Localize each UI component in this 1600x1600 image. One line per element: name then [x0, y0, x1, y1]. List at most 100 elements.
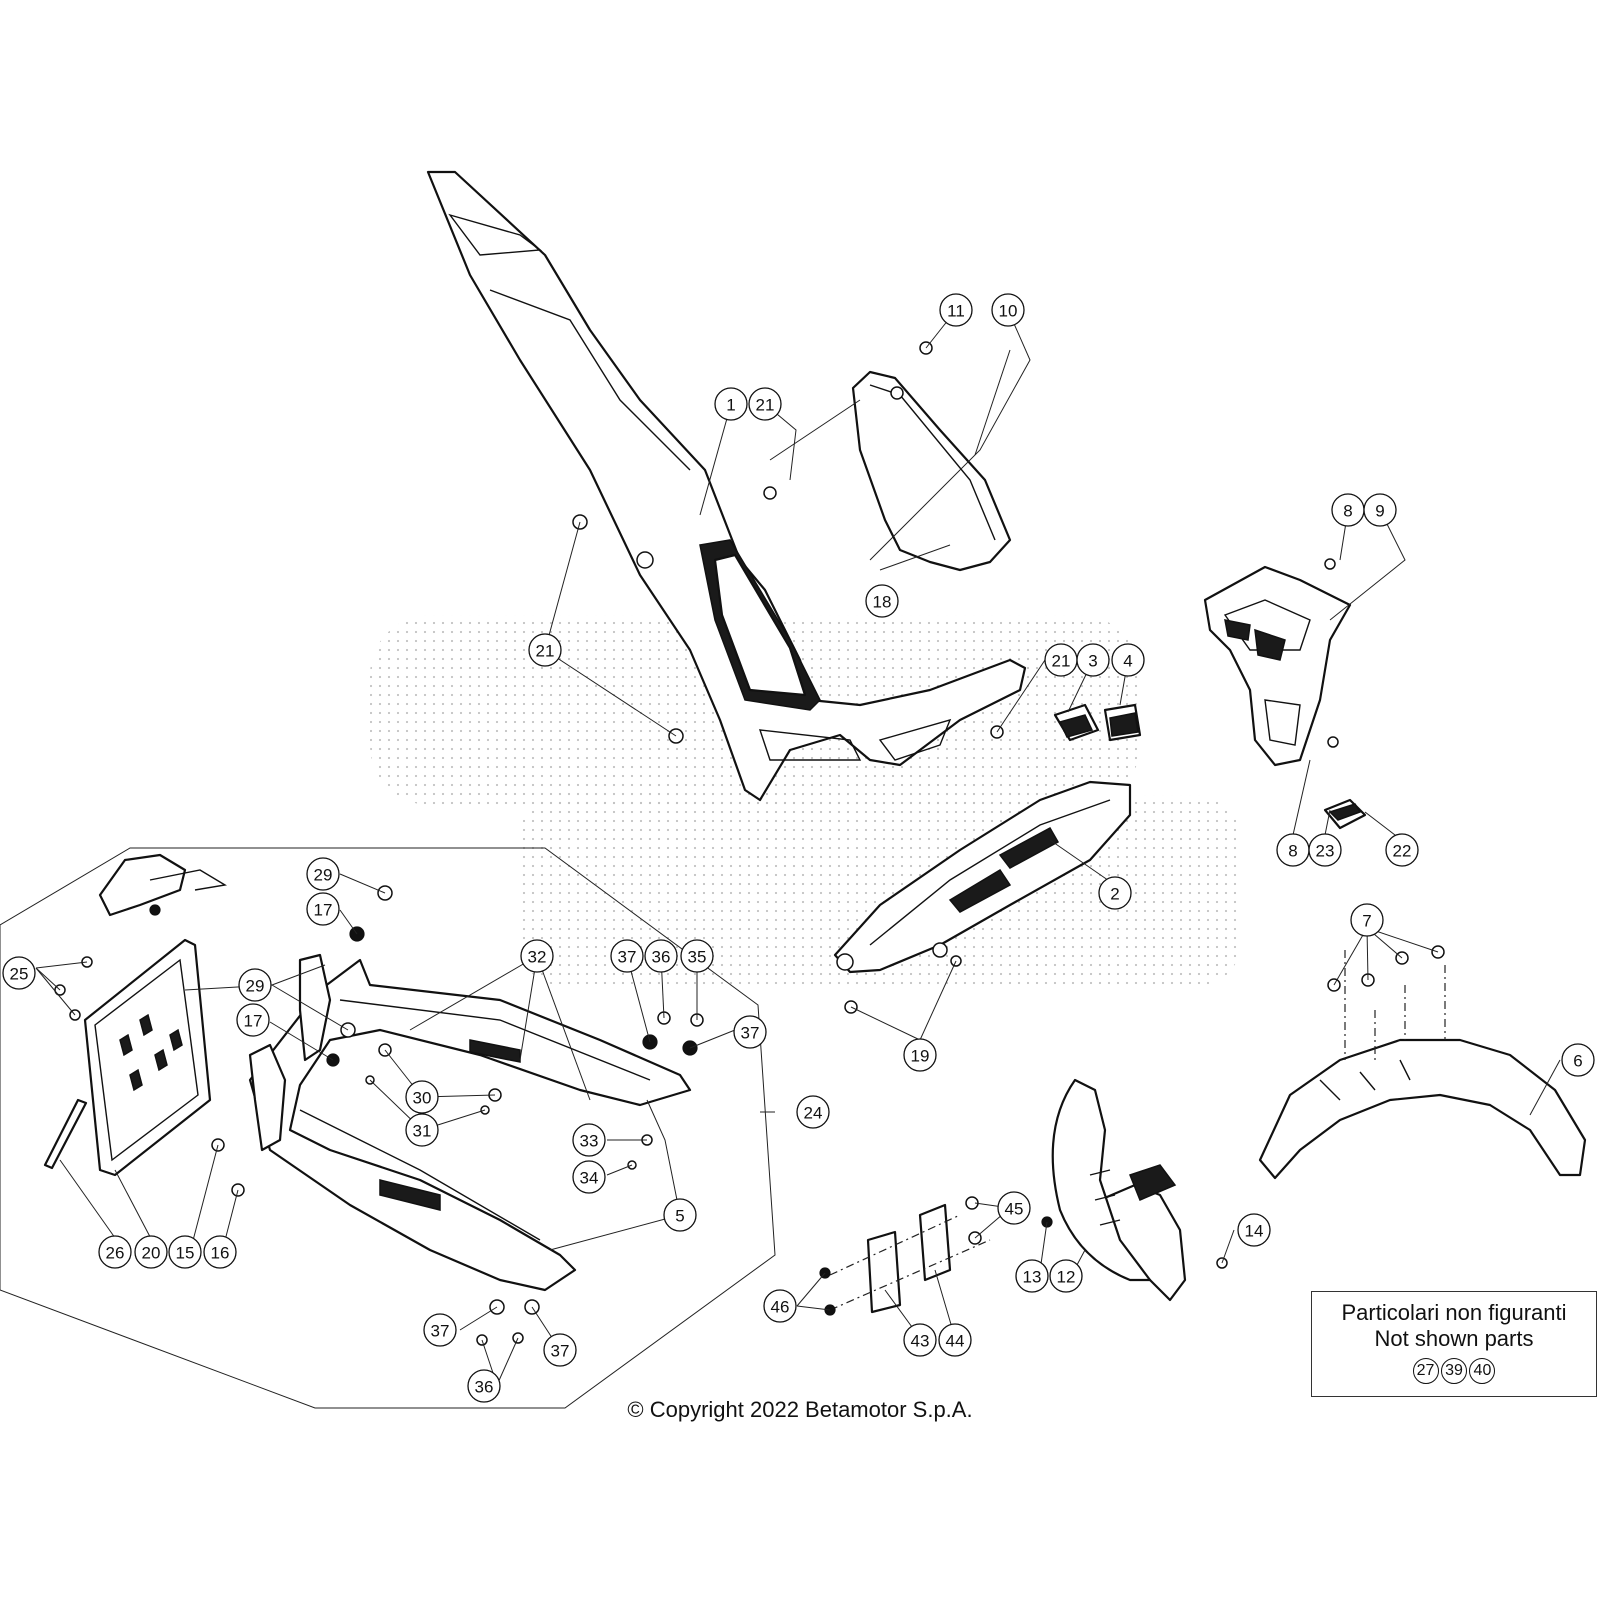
callout-number: 21	[536, 642, 555, 661]
callout-37a: 37	[610, 939, 644, 973]
callout-number: 37	[741, 1024, 760, 1043]
plate-holder-part	[83, 938, 212, 1177]
callout-number: 1	[726, 396, 735, 415]
callout-ring	[98, 1235, 132, 1269]
callout-number: 13	[1023, 1268, 1042, 1287]
callout-number: 37	[618, 948, 637, 967]
callout-ring	[865, 584, 899, 618]
callout-number: 34	[580, 1169, 599, 1188]
callout-21b: 21	[528, 633, 562, 667]
callout-number: 21	[1052, 652, 1071, 671]
note-line-italian: Particolari non figuranti	[1341, 1300, 1567, 1325]
callout-number: 44	[946, 1332, 965, 1351]
callout-33: 33	[572, 1123, 606, 1157]
callout-number: 17	[244, 1012, 263, 1031]
callout-17b: 17	[236, 1003, 270, 1037]
callout-ring	[991, 293, 1025, 327]
callout-number: 8	[1343, 502, 1352, 521]
note-part-number: 40	[1469, 1358, 1496, 1384]
callout-21c: 21	[1044, 643, 1078, 677]
note-part-number: 27	[1412, 1358, 1439, 1384]
callout-ring	[938, 1323, 972, 1357]
callout-17a: 17	[306, 892, 340, 926]
callout-number: 35	[688, 948, 707, 967]
callout-number: 3	[1088, 652, 1097, 671]
callout-ring	[680, 939, 714, 973]
callout-number: 6	[1573, 1052, 1582, 1071]
callout-29b: 29	[238, 968, 272, 1002]
callout-12: 12	[1049, 1259, 1083, 1293]
callout-ring	[306, 892, 340, 926]
callout-22: 22	[1385, 833, 1419, 867]
callout-number: 15	[176, 1244, 195, 1263]
callout-number: 14	[1245, 1222, 1264, 1241]
callout-36a: 36	[644, 939, 678, 973]
callout-36b: 36	[467, 1369, 501, 1403]
callout-9: 9	[1363, 493, 1397, 527]
tail-light-part	[98, 853, 227, 917]
callout-number: 33	[580, 1132, 599, 1151]
callout-19: 19	[903, 1038, 937, 1072]
callout-number: 19	[911, 1047, 930, 1066]
side-cover-part	[851, 370, 1012, 572]
callout-44: 44	[938, 1323, 972, 1357]
callout-number: 4	[1123, 652, 1132, 671]
callout-37b: 37	[733, 1015, 767, 1049]
callout-number: 46	[771, 1298, 790, 1317]
rear-fender-part	[426, 170, 1027, 802]
callout-ring	[236, 1003, 270, 1037]
callout-ring	[405, 1113, 439, 1147]
callout-ring	[543, 1333, 577, 1367]
callout-number: 30	[413, 1089, 432, 1108]
clamp-part	[1323, 798, 1367, 830]
callout-5: 5	[663, 1198, 697, 1232]
subframe-part	[248, 953, 692, 1292]
callout-26: 26	[98, 1235, 132, 1269]
callout-number: 36	[475, 1378, 494, 1397]
note-line-english: Not shown parts	[1374, 1326, 1534, 1351]
callout-ring	[1076, 643, 1110, 677]
callout-number: 43	[911, 1332, 930, 1351]
callout-ring	[528, 633, 562, 667]
callout-ring	[520, 939, 554, 973]
callout-ring	[714, 387, 748, 421]
callout-14: 14	[1237, 1213, 1271, 1247]
callout-43: 43	[903, 1323, 937, 1357]
callout-number: 7	[1362, 912, 1371, 931]
callout-number: 10	[999, 302, 1018, 321]
skid-plate-part	[833, 780, 1132, 974]
callout-ring	[903, 1323, 937, 1357]
callout-number: 16	[211, 1244, 230, 1263]
callout-number: 37	[551, 1342, 570, 1361]
callout-ring	[423, 1313, 457, 1347]
callout-34: 34	[572, 1160, 606, 1194]
callout-ring	[1049, 1259, 1083, 1293]
callout-number: 37	[431, 1322, 450, 1341]
callout-number: 5	[675, 1207, 684, 1226]
callout-number: 22	[1393, 842, 1412, 861]
callout-number: 8	[1288, 842, 1297, 861]
callout-number: 32	[528, 948, 547, 967]
callout-ring	[2, 956, 36, 990]
callout-ring	[748, 387, 782, 421]
callout-ring	[644, 939, 678, 973]
callout-ring	[1237, 1213, 1271, 1247]
callout-number: 29	[314, 866, 333, 885]
callout-number: 23	[1316, 842, 1335, 861]
callout-1: 1	[714, 387, 748, 421]
callout-45: 45	[997, 1191, 1031, 1225]
callout-number: 26	[106, 1244, 125, 1263]
callout-20: 20	[134, 1235, 168, 1269]
callout-ring	[663, 1198, 697, 1232]
callout-ring	[405, 1080, 439, 1114]
callout-16: 16	[203, 1235, 237, 1269]
callout-number: 25	[10, 965, 29, 984]
callout-ring	[610, 939, 644, 973]
callout-21a: 21	[748, 387, 782, 421]
note-part-number: 39	[1441, 1358, 1467, 1384]
callout-number: 12	[1057, 1268, 1076, 1287]
callout-number: 29	[246, 977, 265, 996]
callout-ring	[939, 293, 973, 327]
